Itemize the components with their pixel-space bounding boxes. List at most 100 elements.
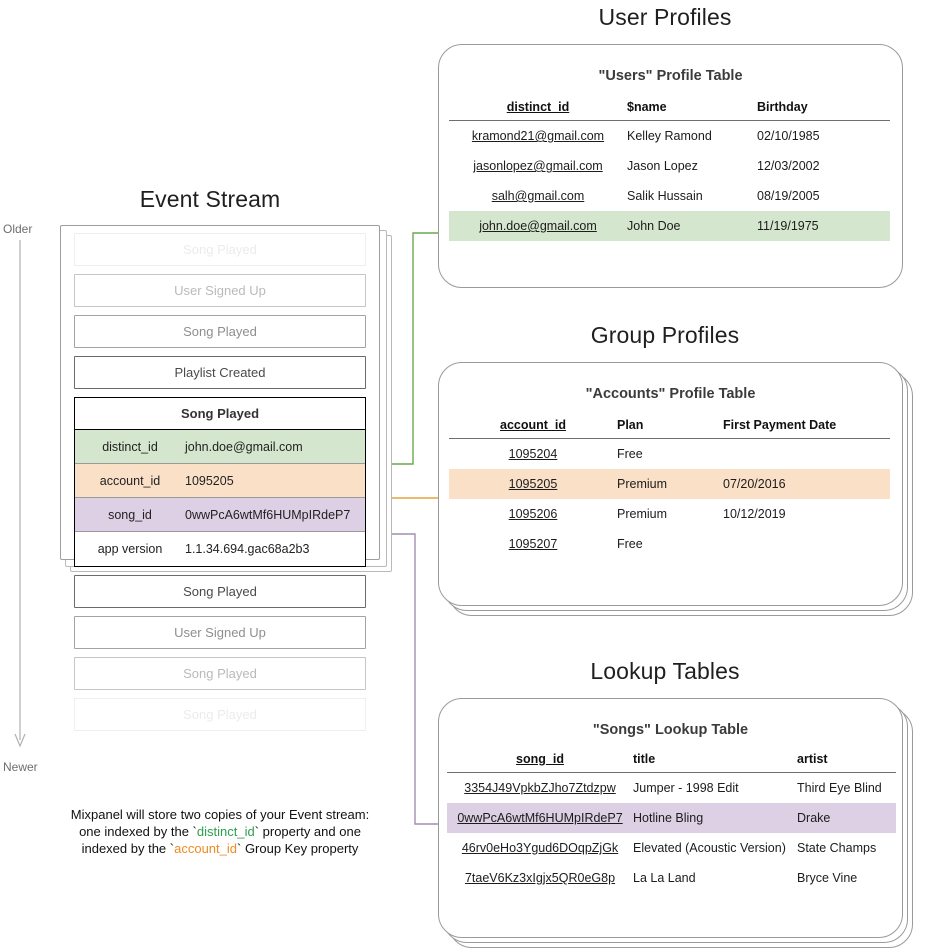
cell-birthday: 11/19/1975 (757, 211, 890, 241)
column-header-birthday: Birthday (757, 90, 890, 121)
event-row[interactable]: Song Played (74, 233, 366, 266)
users-table: distinct_id $name Birthday kramond21@gma… (449, 90, 890, 241)
selected-event-card[interactable]: Song Played distinct_id john.doe@gmail.c… (74, 397, 366, 567)
column-header-artist: artist (797, 742, 896, 773)
cell-title: Jumper - 1998 Edit (633, 781, 739, 795)
property-key: song_id (108, 507, 152, 522)
cell-birthday: 02/10/1985 (757, 129, 820, 143)
cell-name: Kelley Ramond (627, 129, 712, 143)
column-header-name: $name (627, 90, 757, 121)
lookup-tables-panel: "Songs" Lookup Table song_id title artis… (438, 698, 913, 948)
cell-first-payment-date (723, 439, 890, 470)
event-row[interactable]: Song Played (74, 315, 366, 348)
songs-table-title: "Songs" Lookup Table (592, 722, 749, 738)
time-axis-arrow (14, 240, 26, 748)
cell-account-id: 1095206 (508, 507, 558, 521)
cell-birthday: 08/19/2005 (757, 189, 820, 203)
property-value: 1.1.34.694.gac68a2b3 (185, 542, 310, 556)
event-row[interactable]: User Signed Up (74, 616, 366, 649)
cell-name: John Doe (627, 211, 757, 241)
cell-plan: Free (617, 537, 643, 551)
selected-event-name: Song Played (75, 398, 365, 430)
cell-plan: Premium (617, 507, 668, 521)
cell-first-payment-date (723, 529, 890, 559)
table-row[interactable]: 3354J49VpkbZJho7Ztdzpw Jumper - 1998 Edi… (447, 773, 896, 804)
table-row-highlighted[interactable]: 1095205 Premium 07/20/2016 (449, 469, 890, 499)
accounts-card: "Accounts" Profile Table account_id Plan… (438, 362, 903, 606)
cell-distinct-id: john.doe@gmail.com (449, 211, 627, 241)
column-header-plan: Plan (617, 408, 723, 439)
event-stream-caption: Mixpanel will store two copies of your E… (20, 806, 420, 857)
caption-line-2-pre: one indexed by the ` (79, 824, 197, 839)
event-row[interactable]: Song Played (74, 575, 366, 608)
accounts-table-title: "Accounts" Profile Table (585, 386, 756, 402)
event-list: Song Played User Signed Up Song Played P… (60, 225, 380, 739)
caption-token-distinct-id: distinct_id (196, 824, 255, 839)
table-row[interactable]: 1095207 Free (449, 529, 890, 559)
table-row[interactable]: 1095204 Free (449, 439, 890, 470)
songs-card: "Songs" Lookup Table song_id title artis… (438, 698, 903, 938)
column-header-song-id: song_id (447, 742, 633, 773)
event-property-song-id: song_id 0wwPcA6wtMf6HUMpIRdeP7 (75, 498, 365, 532)
event-row[interactable]: Song Played (74, 698, 366, 731)
table-row[interactable]: jasonlopez@gmail.com Jason Lopez 12/03/2… (449, 151, 890, 181)
user-profiles-panel: "Users" Profile Table distinct_id $name … (438, 44, 903, 288)
cell-song-id: 7taeV6Kz3xIgjx5QR0eG8p (464, 871, 616, 885)
cell-artist: Third Eye Blind (797, 781, 882, 795)
cell-first-payment-date: 07/20/2016 (723, 469, 890, 499)
event-stream-title: Event Stream (139, 186, 281, 212)
cell-song-id: 3354J49VpkbZJho7Ztdzpw (464, 781, 616, 795)
cell-name: Salik Hussain (627, 189, 703, 203)
caption-line-3-pre: indexed by the ` (81, 841, 175, 856)
column-header-account-id: account_id (449, 408, 617, 439)
table-row[interactable]: salh@gmail.com Salik Hussain 08/19/2005 (449, 181, 890, 211)
table-row[interactable]: kramond21@gmail.com Kelley Ramond 02/10/… (449, 121, 890, 152)
property-value: john.doe@gmail.com (185, 439, 303, 454)
column-header-distinct-id: distinct_id (449, 90, 627, 121)
lookup-tables-title: Lookup Tables (590, 658, 740, 684)
cell-name: Jason Lopez (627, 159, 698, 173)
cell-title: Hotline Bling (633, 803, 797, 833)
cell-distinct-id: kramond21@gmail.com (471, 129, 605, 143)
caption-line-1: Mixpanel will store two copies of your E… (70, 807, 370, 822)
table-row-highlighted[interactable]: john.doe@gmail.com John Doe 11/19/1975 (449, 211, 890, 241)
event-property-distinct-id: distinct_id john.doe@gmail.com (75, 430, 365, 464)
cell-distinct-id: salh@gmail.com (491, 189, 585, 203)
table-row-highlighted[interactable]: 0wwPcA6wtMf6HUMpIRdeP7 Hotline Bling Dra… (447, 803, 896, 833)
user-profiles-title: User Profiles (598, 4, 732, 30)
column-header-first-payment-date: First Payment Date (723, 408, 890, 439)
cell-plan: Free (617, 447, 643, 461)
event-row[interactable]: Song Played (74, 657, 366, 690)
cell-plan: Premium (617, 469, 723, 499)
event-property-account-id: account_id 1095205 (75, 464, 365, 498)
table-row[interactable]: 46rv0eHo3Ygud6DOqpZjGk Elevated (Acousti… (447, 833, 896, 863)
table-header-row: song_id title artist (447, 742, 896, 773)
property-key: distinct_id (102, 439, 158, 454)
cell-first-payment-date: 10/12/2019 (723, 507, 786, 521)
column-header-title: title (633, 742, 797, 773)
cell-birthday: 12/03/2002 (757, 159, 820, 173)
cell-title: La La Land (633, 871, 696, 885)
caption-line-3-post: ` Group Key property (237, 841, 359, 856)
caption-line-2-post: ` property and one (254, 824, 361, 839)
axis-label-newer: Newer (3, 760, 38, 774)
property-value: 1095205 (185, 473, 234, 488)
cell-artist: State Champs (797, 841, 877, 855)
songs-table: song_id title artist 3354J49VpkbZJho7Ztd… (447, 742, 896, 893)
event-row[interactable]: Playlist Created (74, 356, 366, 389)
caption-token-account-id: account_id (174, 841, 237, 856)
group-profiles-title: Group Profiles (590, 322, 740, 348)
property-key: account_id (99, 473, 161, 488)
table-row[interactable]: 7taeV6Kz3xIgjx5QR0eG8p La La Land Bryce … (447, 863, 896, 893)
table-row[interactable]: 1095206 Premium 10/12/2019 (449, 499, 890, 529)
cell-account-id: 1095205 (449, 469, 617, 499)
cell-artist: Drake (797, 803, 896, 833)
property-key: app version (97, 542, 163, 556)
event-row[interactable]: User Signed Up (74, 274, 366, 307)
cell-account-id: 1095204 (508, 447, 558, 461)
axis-label-older: Older (3, 222, 33, 236)
cell-account-id: 1095207 (508, 537, 558, 551)
cell-song-id: 0wwPcA6wtMf6HUMpIRdeP7 (447, 803, 633, 833)
event-stream-section: Event Stream Song Played User Signed Up … (0, 180, 420, 880)
users-card: "Users" Profile Table distinct_id $name … (438, 44, 903, 288)
